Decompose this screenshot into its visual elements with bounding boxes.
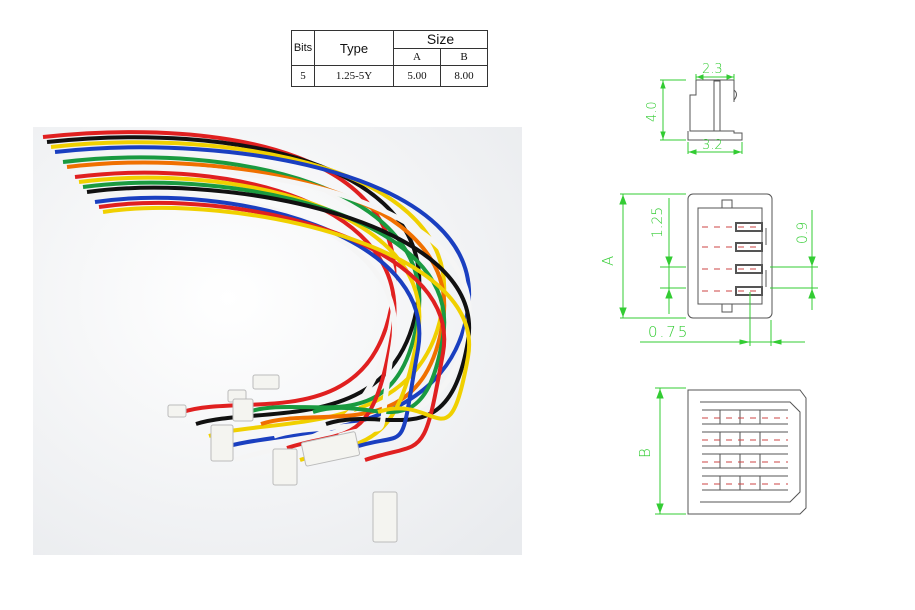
header-type: Type	[314, 30, 394, 66]
connector	[272, 448, 298, 486]
front-view-outline	[687, 193, 773, 319]
pin	[735, 286, 763, 296]
dim-pitch: 1.25	[650, 207, 666, 238]
connector	[372, 491, 398, 543]
pin	[735, 242, 763, 252]
terminal	[702, 475, 788, 491]
connector-dimension-drawings: 2.3 4.0 3.2 A 1.25 0.9 0.75 B	[599, 62, 818, 515]
dim-b: B	[636, 448, 654, 458]
connector	[232, 398, 254, 422]
connector	[300, 431, 361, 467]
connector	[252, 374, 280, 390]
spec-table: Bits Type Size A B 5 1.25-5Y 5.00 8.00	[291, 30, 488, 87]
cell-b: 8.00	[440, 65, 488, 87]
dim-a: A	[599, 256, 617, 266]
wire	[98, 200, 447, 462]
terminal	[702, 409, 788, 425]
bottom-view-outline	[687, 389, 807, 515]
header-bits: Bits	[291, 30, 315, 66]
wire	[94, 195, 422, 450]
dim-offset: 0.75	[648, 323, 689, 341]
header-size: Size	[393, 30, 488, 49]
connector	[167, 404, 187, 418]
wire	[102, 205, 472, 421]
table-row: 5 1.25-5Y 5.00 8.00	[291, 65, 488, 87]
terminal	[702, 453, 788, 469]
connector	[210, 424, 234, 462]
cell-type: 1.25-5Y	[314, 65, 394, 87]
cell-bits: 5	[291, 65, 315, 87]
wire	[46, 135, 422, 426]
pin	[735, 264, 763, 274]
wire	[50, 140, 447, 438]
dim-side-width: 2.3	[702, 62, 723, 77]
dim-side-base: 3.2	[702, 138, 723, 153]
header-a: A	[393, 47, 441, 66]
pin	[735, 222, 763, 232]
wire	[58, 149, 397, 463]
wire	[78, 175, 422, 462]
cell-a: 5.00	[393, 65, 441, 87]
wire	[86, 185, 472, 426]
dim-pin-width: 0.9	[795, 222, 811, 244]
wire	[90, 190, 398, 439]
wire	[62, 155, 422, 414]
terminal	[702, 431, 788, 447]
dim-side-height: 4.0	[645, 101, 660, 122]
header-b: B	[440, 47, 488, 66]
wire	[82, 180, 447, 415]
wire-harness-photo	[33, 127, 522, 555]
